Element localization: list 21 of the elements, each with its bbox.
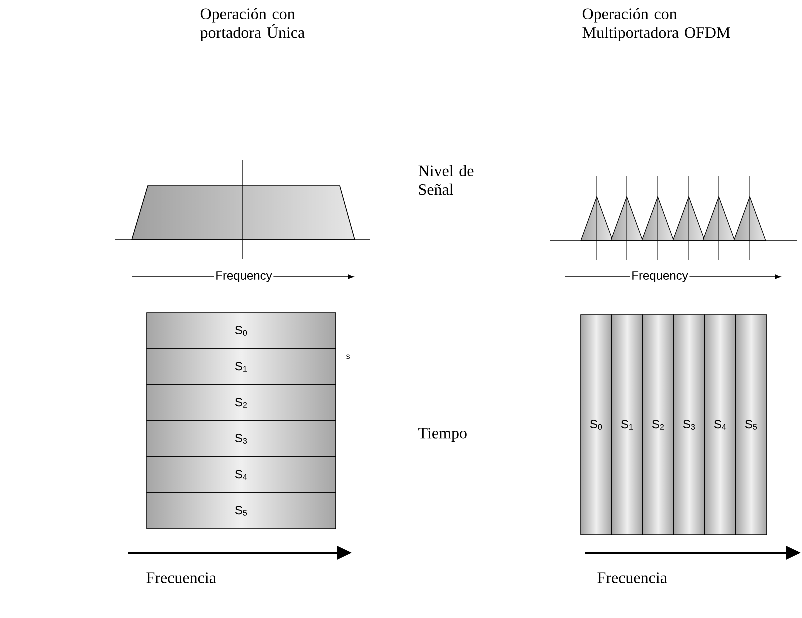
symbol-column: S$_{2}$ — [642, 314, 674, 536]
text-fragment: s — [346, 354, 350, 360]
symbol-column: S$_{5}$ — [736, 314, 768, 536]
heading: Operación con Multiportadora OFDM — [582, 8, 730, 42]
symbol-row: S$_{1}$ — [146, 348, 336, 386]
symbol-column: S$_{3}$ — [674, 314, 706, 536]
symbol-row: S$_{3}$ — [146, 420, 336, 458]
heading: Operación con portadora Única — [200, 8, 305, 42]
symbol-row: S$_{4}$ — [146, 456, 336, 494]
frequency-axis: Frequency — [132, 270, 354, 284]
axis-label: Frecuencia — [598, 572, 668, 584]
axis-label: Tiempo — [418, 428, 467, 442]
symbol-column: S$_{4}$ — [704, 314, 736, 536]
symbol-column: S$_{1}$ — [612, 314, 644, 536]
axis-label: Nivel de Señal — [418, 165, 474, 196]
symbol-row: S$_{5}$ — [146, 492, 336, 530]
symbol-column: S$_{0}$ — [580, 314, 612, 536]
symbol-row: S$_{2}$ — [146, 384, 336, 422]
frequency-axis: Frequency — [564, 270, 781, 284]
symbol-row: S$_{0}$ — [146, 312, 336, 350]
axis-label: Frecuencia — [146, 572, 216, 584]
